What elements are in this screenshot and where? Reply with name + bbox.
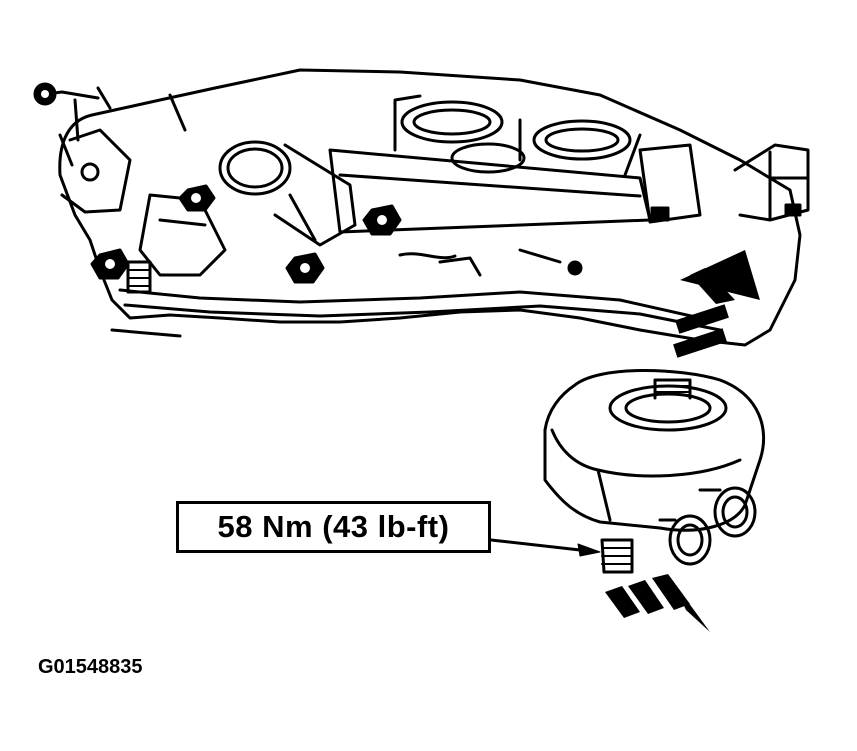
oil-cooler (543, 369, 766, 574)
install-direction-arrow-up (673, 250, 760, 358)
callout-leader-line (489, 538, 601, 557)
torque-spec-label: 58 Nm (43 lb-ft) (217, 509, 450, 544)
install-direction-arrow-down (605, 574, 710, 632)
figure-id-label: G01548835 (38, 656, 143, 678)
engine-block-assembly (33, 68, 810, 347)
torque-spec-callout: 58 Nm (43 lb-ft) (176, 501, 491, 553)
